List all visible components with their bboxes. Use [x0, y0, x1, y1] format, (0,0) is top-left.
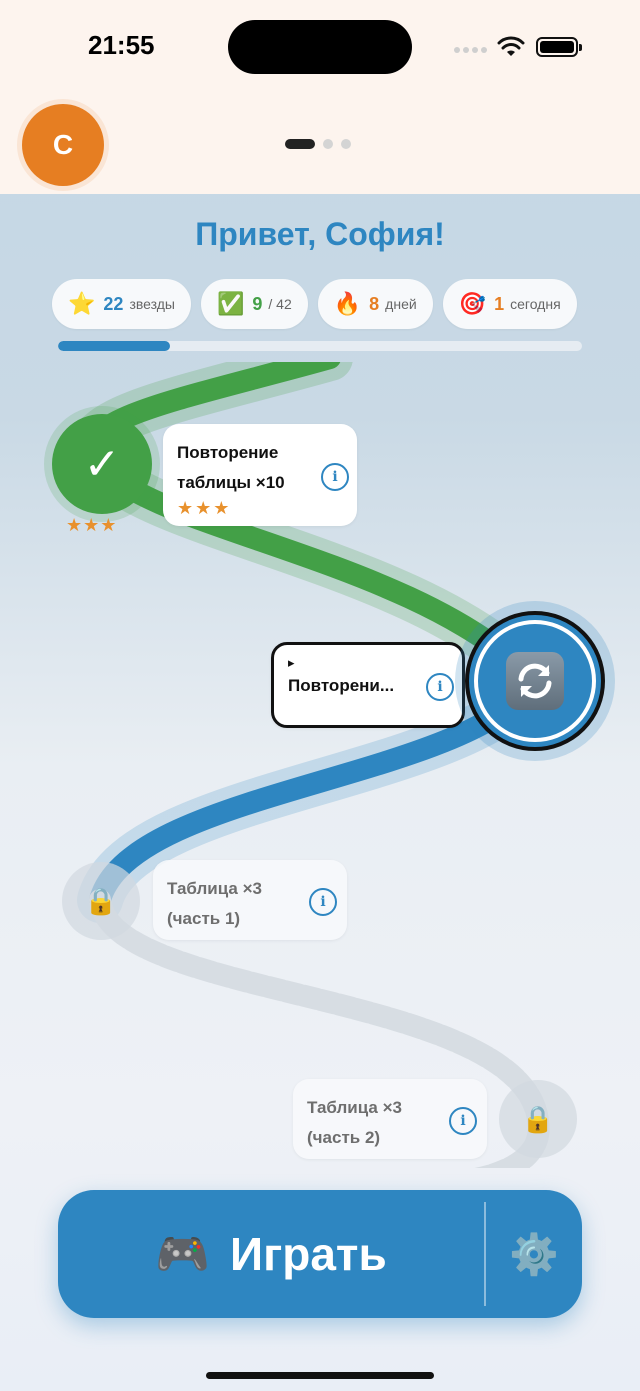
settings-button[interactable]: ⚙️ [486, 1190, 582, 1318]
stars-label: звезды [129, 296, 175, 312]
lesson-node-locked[interactable]: 🔒 [62, 862, 140, 940]
lock-icon: 🔒 [521, 1103, 555, 1134]
streak-label: дней [385, 296, 417, 312]
stats-row: ⭐ 22 звезды ✅ 9 / 42 🔥 8 дней 🎯 1 сегодн… [52, 279, 577, 329]
streak-stat: 🔥 8 дней [317, 279, 433, 329]
target-icon: 🎯 [458, 291, 487, 316]
info-icon[interactable]: i [309, 888, 337, 916]
info-icon[interactable]: i [449, 1107, 477, 1135]
lesson-title: Повторение таблицы ×10 [177, 443, 285, 492]
dynamic-island [228, 20, 412, 74]
greeting-title: Привет, София! [195, 216, 445, 252]
play-button[interactable]: 🎮 Играть [58, 1190, 484, 1318]
lesson-title: Повторени... [288, 676, 395, 695]
learning-path [69, 362, 558, 1168]
cellular-signal-icon [454, 40, 490, 58]
lesson-card-locked[interactable]: Таблица ×3 (часть 2) i [293, 1079, 487, 1159]
status-time: 21:55 [88, 30, 155, 60]
status-bar: 21:55 [0, 0, 640, 96]
star-icon: ⭐ [68, 291, 96, 316]
page-dot[interactable] [341, 139, 351, 149]
play-button-label: Играть [230, 1228, 387, 1280]
progress-bar [58, 341, 582, 351]
check-icon: ✅ [216, 291, 245, 316]
today-value: 1 [494, 293, 505, 314]
node-stars: ★★★ [66, 515, 118, 535]
home-indicator [206, 1372, 434, 1379]
profile-avatar[interactable]: С [22, 104, 104, 186]
completed-label: / 42 [268, 296, 292, 312]
lesson-title-line1: Таблица ×3 [167, 879, 262, 898]
path-locked-segment [89, 889, 550, 1168]
lesson-title-line2: (часть 1) [167, 909, 241, 928]
fire-icon: 🔥 [333, 291, 362, 316]
divider [484, 1202, 486, 1306]
lesson-card-locked[interactable]: Таблица ×3 (часть 1) i [153, 860, 347, 940]
progress-fill [58, 341, 171, 351]
header: С [0, 96, 640, 194]
battery-icon [536, 37, 582, 57]
lesson-node-locked[interactable]: 🔒 [499, 1080, 577, 1158]
repeat-icon [506, 652, 564, 710]
checkmark-icon: ✓ [83, 439, 121, 489]
lesson-title-line2: (часть 2) [307, 1128, 381, 1147]
completed-stat: ✅ 9 / 42 [200, 279, 308, 329]
gamepad-icon: 🎮 [155, 1230, 211, 1279]
page-indicator[interactable] [285, 139, 351, 149]
lock-icon: 🔒 [84, 885, 118, 916]
lesson-card-current[interactable]: ▸ Повторени... i [271, 642, 465, 728]
page-dot[interactable] [285, 139, 315, 149]
lesson-card-done[interactable]: Повторение таблицы ×10 ★★★ i [163, 424, 357, 526]
streak-value: 8 [369, 293, 380, 314]
info-icon[interactable]: i [321, 463, 349, 491]
lesson-title-line1: Таблица ×3 [307, 1098, 402, 1117]
today-label: сегодня [510, 296, 561, 312]
lesson-stars: ★★★ [177, 498, 232, 518]
gear-icon: ⚙️ [509, 1232, 559, 1277]
stars-value: 22 [103, 293, 124, 314]
stars-stat: ⭐ 22 звезды [52, 279, 191, 329]
lesson-node-current[interactable] [465, 611, 605, 751]
today-stat: 🎯 1 сегодня [442, 279, 577, 329]
wifi-icon [497, 36, 525, 56]
page-dot[interactable] [323, 139, 333, 149]
info-icon[interactable]: i [426, 673, 454, 701]
play-marker-icon: ▸ [288, 655, 295, 670]
lesson-node-done[interactable]: ✓ [52, 414, 152, 514]
play-bar: 🎮 Играть ⚙️ [58, 1190, 582, 1318]
completed-value: 9 [252, 293, 263, 314]
